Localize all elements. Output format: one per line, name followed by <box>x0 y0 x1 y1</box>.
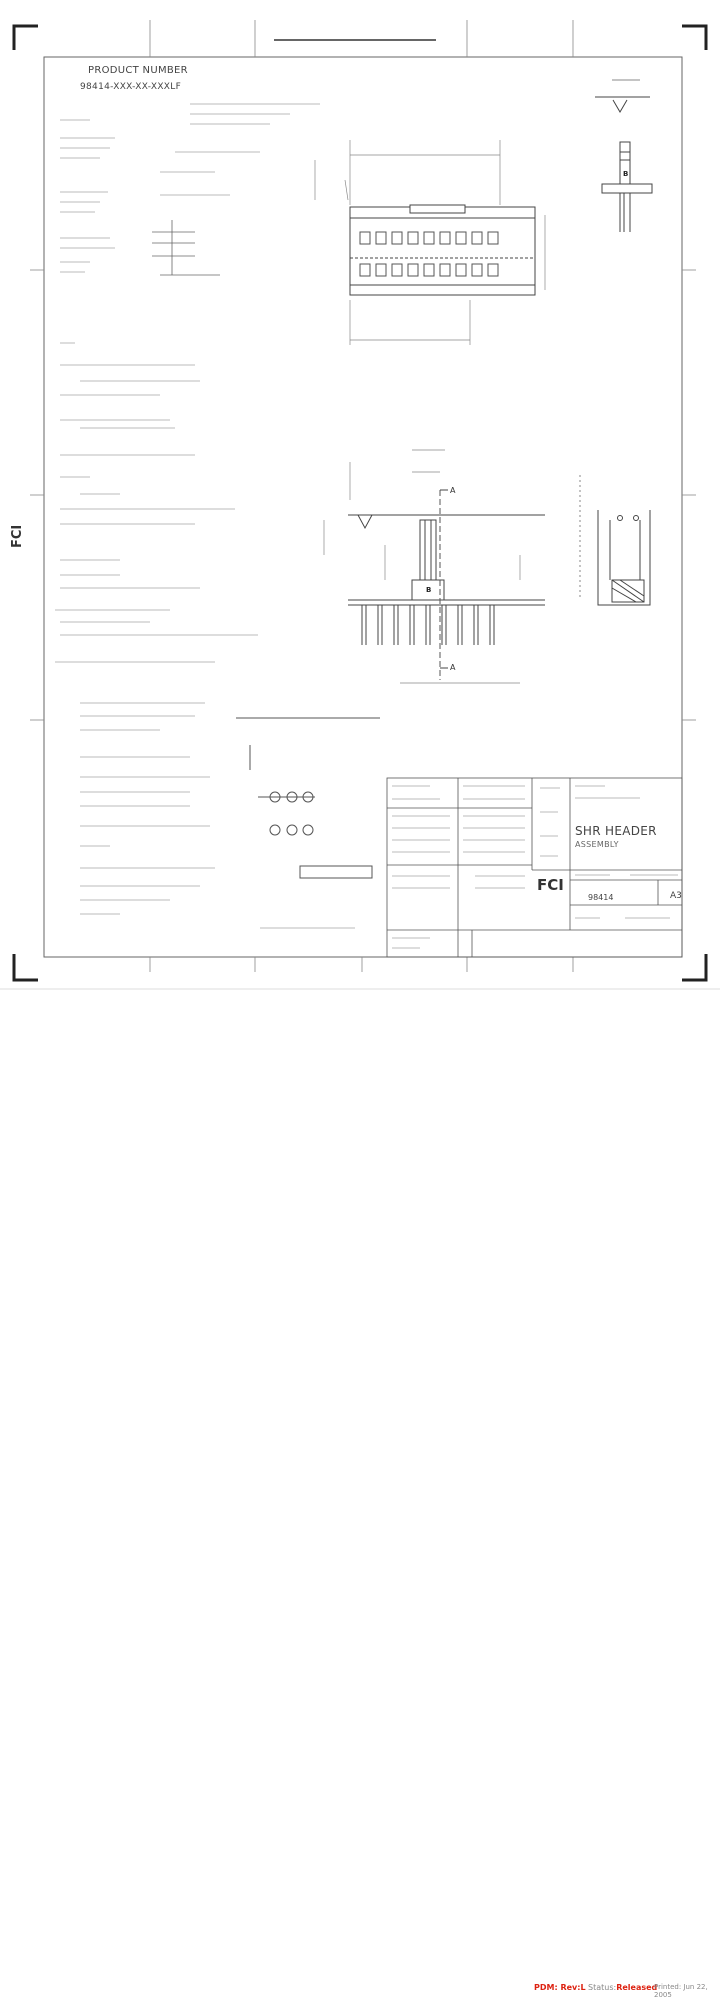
corner-marks <box>12 24 708 982</box>
drawing-sheet: PRODUCT NUMBER 98414-XXX-XX-XXXLF B B A … <box>0 20 720 1999</box>
detail-label-front: B <box>426 586 432 594</box>
status-value: Released <box>616 1983 658 1992</box>
drawing-title-line1: SHR HEADER <box>575 824 657 838</box>
detail-label-top: B <box>623 170 629 178</box>
fci-side-logo: FCI <box>10 524 25 548</box>
top-view-drawing <box>349 204 536 296</box>
section-label-bottom: A <box>450 663 456 672</box>
front-view-drawing <box>348 489 545 680</box>
printed-date: Printed: Jun 22, 2005 <box>654 1983 708 1999</box>
drawing-frame-svg <box>0 20 720 990</box>
status-bar: PDM: Rev:L Status:Released Printed: Jun … <box>0 990 720 1999</box>
part-number: 98414 <box>588 893 614 902</box>
pdm-revision: PDM: Rev:L <box>534 1983 586 1992</box>
hole-pattern <box>236 717 380 879</box>
side-view-drawing <box>595 79 653 232</box>
product-number-label: PRODUCT NUMBER <box>88 65 188 76</box>
fci-logo: FCI <box>537 876 564 894</box>
drawing-title-line2: ASSEMBLY <box>575 840 619 849</box>
drawing-title: SHR HEADER ASSEMBLY <box>575 824 657 849</box>
status-text: Status:Released <box>588 1983 657 1992</box>
section-label-top: A <box>450 486 456 495</box>
status-prefix: Status: <box>588 1983 617 1992</box>
product-number-code: 98414-XXX-XX-XXXLF <box>80 82 182 92</box>
title-block <box>386 777 683 958</box>
section-view-drawing <box>579 475 651 606</box>
revision: A3 <box>670 891 682 901</box>
